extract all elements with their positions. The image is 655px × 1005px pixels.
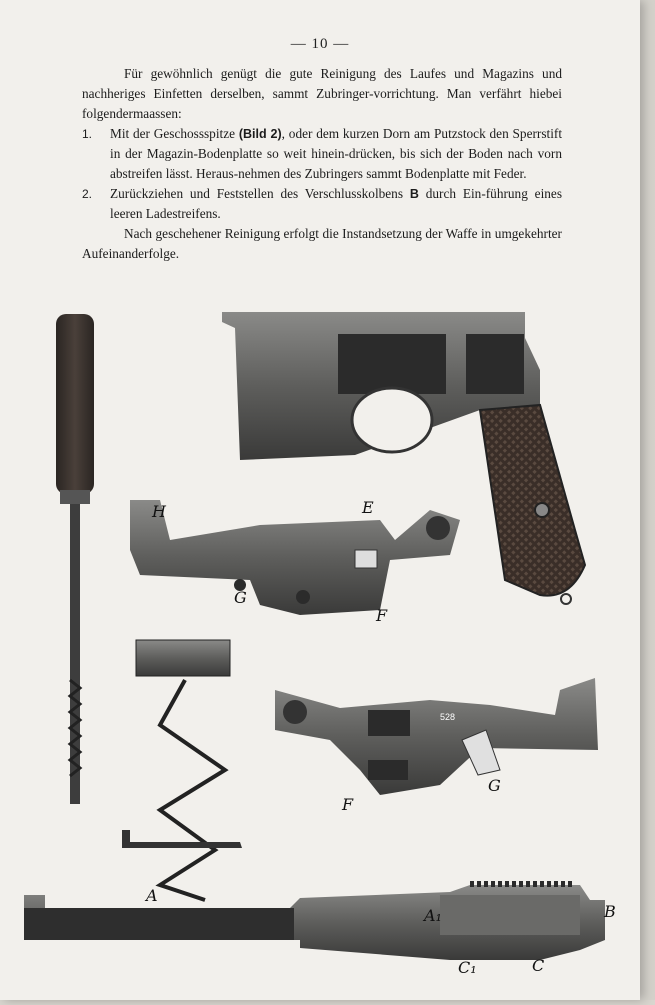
label-e: E bbox=[362, 498, 374, 517]
body-text: Für gewöhnlich genügt die gute Reinigung… bbox=[82, 64, 562, 264]
label-a1: A₁ bbox=[424, 906, 442, 925]
label-g-top: G bbox=[234, 588, 247, 607]
parts-drawing: 528 bbox=[24, 312, 605, 960]
step-item: 1. Mit der Geschossspitze (Bild 2), oder… bbox=[82, 124, 562, 184]
step-item: 2. Zurückziehen und Feststellen des Vers… bbox=[82, 184, 562, 224]
step-text-before: Zurückziehen und Feststellen des Verschl… bbox=[110, 186, 410, 201]
step-text-before: Mit der Geschossspitze bbox=[110, 126, 239, 141]
step-number: 2. bbox=[82, 187, 93, 201]
lock-mechanism-bottom: 528 bbox=[275, 678, 598, 795]
magazine-follower bbox=[122, 639, 242, 902]
step-part-ref: B bbox=[409, 187, 419, 201]
intro-paragraph: Für gewöhnlich genügt die gute Reinigung… bbox=[82, 66, 562, 121]
outro-paragraph: Nach geschehener Reinigung erfolgt die I… bbox=[82, 226, 562, 261]
frame-with-grip bbox=[222, 312, 587, 605]
serial-stamp: 528 bbox=[440, 712, 455, 722]
barrel-assembly bbox=[24, 881, 605, 960]
label-g-bottom: G bbox=[488, 776, 501, 795]
step-text-after: durch Ein-führung eines leeren Ladestrei… bbox=[110, 186, 563, 221]
label-f-top: F bbox=[376, 606, 388, 625]
parts-illustration: 528 H E G F F G A A₁ B C₁ C bbox=[0, 300, 640, 1000]
label-a: A bbox=[146, 886, 158, 905]
page-number: — 10 — bbox=[290, 36, 350, 52]
cleaning-rod bbox=[56, 314, 94, 804]
step-figure-ref: (Bild 2) bbox=[238, 127, 282, 141]
label-c1: C₁ bbox=[458, 958, 477, 977]
lock-mechanism-top bbox=[130, 500, 460, 615]
label-b: B bbox=[604, 902, 616, 921]
label-f-bottom: F bbox=[342, 795, 354, 814]
step-text-after: , oder dem kurzen Dorn am Putzstock den … bbox=[110, 126, 563, 181]
book-page: — 10 — Für gewöhnlich genügt die gute Re… bbox=[0, 0, 640, 1000]
steps-list: 1. Mit der Geschossspitze (Bild 2), oder… bbox=[82, 124, 562, 224]
label-h: H bbox=[152, 502, 166, 521]
step-number: 1. bbox=[82, 127, 93, 141]
label-c: C bbox=[532, 956, 545, 975]
